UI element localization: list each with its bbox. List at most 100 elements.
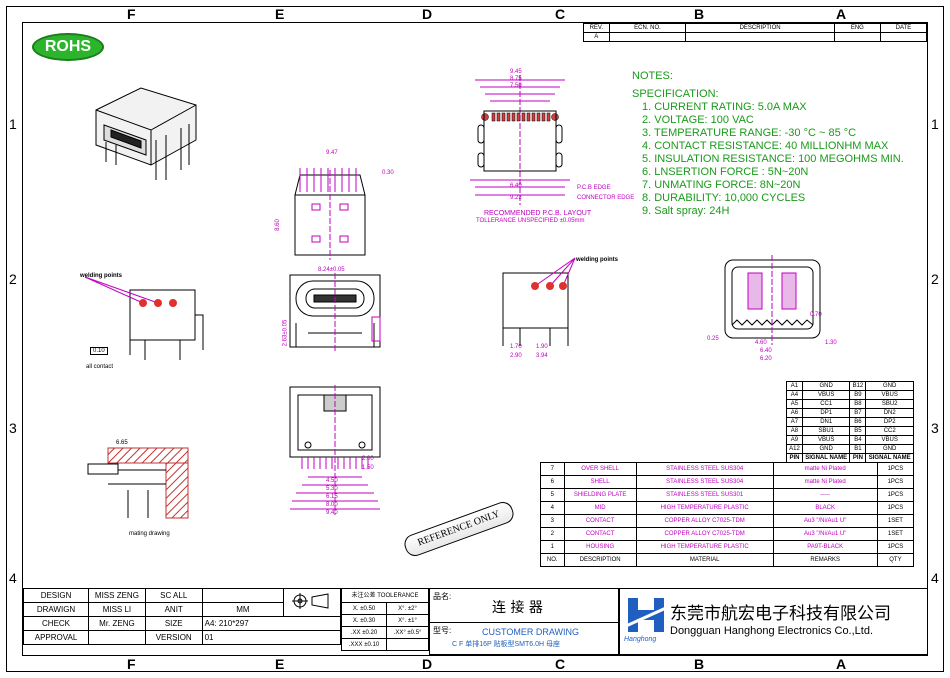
pin-cell: SBU1: [801, 426, 851, 436]
zone-top-a: A: [836, 6, 847, 22]
dim-2-00: 2.00: [362, 456, 374, 462]
dim-1-50: 1.50: [362, 465, 374, 471]
pin-cell: B8: [849, 399, 867, 409]
dim-1-30: 1.30: [825, 340, 837, 346]
dim-0-25: 0.25: [707, 336, 719, 342]
pcb-layout-view: [470, 75, 570, 205]
dim-4-50: 4.50: [326, 478, 338, 484]
pin-cell: A6: [786, 408, 803, 418]
pin-cell: VBUS: [801, 390, 851, 400]
dim-4-60: 4.60: [755, 340, 767, 346]
note-1: 1. CURRENT RATING: 5.0A MAX: [642, 101, 807, 113]
bom-cell: SHIELDING PLATE: [563, 488, 637, 502]
mating-section-view: [87, 447, 189, 519]
right-front-view: [724, 255, 821, 345]
zone-left-1: 1: [9, 116, 17, 132]
pin-cell: DN2: [865, 408, 914, 418]
isometric-connector-view: [95, 87, 197, 180]
rev-header-rev: REV.: [583, 23, 610, 33]
dim-1-70: 1.70: [510, 344, 522, 350]
zone-bottom-f: F: [127, 656, 136, 672]
pin-cell: A4: [786, 390, 803, 400]
bom-cell: 1SET: [876, 527, 915, 541]
tol-2b: X°. ±1°: [386, 614, 429, 627]
bom-cell: CONTACT: [563, 514, 637, 528]
dim-8-75: 8.75: [510, 76, 522, 82]
unit-value: MM: [201, 602, 285, 617]
note-3: 3. TEMPERATURE RANGE: -30 °C ~ 85 °C: [642, 127, 857, 139]
drawing-label: DRAWIGN: [22, 602, 90, 617]
note-7: 7. UNMATING FORCE: 8N~20N: [642, 179, 801, 191]
rev-header-desc: DESCRIPTION: [685, 23, 835, 33]
dim-9-40: 9.40: [326, 510, 338, 516]
company-name-en: Dongguan Hanghong Electronics Co.,Ltd.: [670, 625, 874, 637]
dim-6-65: 6.65: [116, 440, 128, 446]
dim-6-40-b: 6.40: [760, 348, 772, 354]
zone-top-b: B: [694, 6, 705, 22]
tol-1b: X°. ±2°: [386, 602, 429, 615]
pin-cell: CC2: [865, 426, 914, 436]
rev-header-ecn: ECN. NO.: [608, 23, 687, 33]
bom-cell: OVER SHELL: [563, 462, 637, 476]
pin-cell: A5: [786, 399, 803, 409]
dim-8-60: 8.60: [274, 219, 281, 231]
pin-cell: B7: [849, 408, 867, 418]
model-value: CUSTOMER DRAWING: [482, 627, 580, 637]
part-name: 连 接 器: [492, 600, 543, 616]
note-6: 6. LNSERTION FORCE : 5N~20N: [642, 166, 809, 178]
approval-label: APPROVAL: [22, 630, 90, 645]
bom-cell: Au3 "/Ni/Au1 U": [772, 514, 878, 528]
bom-cell: matte Ni Plated: [772, 475, 878, 489]
pin-cell: B1: [849, 444, 867, 454]
part-info-box: 品名: 连 接 器 型号: CUSTOMER DRAWING C F 单排16P…: [429, 588, 619, 655]
note-2: 2. VOLTAGE: 100 VAC: [642, 114, 754, 126]
left-side-view: [84, 276, 204, 360]
bom-cell: 1PCS: [876, 462, 915, 476]
bom-cell: HOUSING: [563, 540, 637, 554]
bottom-view: [289, 385, 381, 515]
bom-cell: Au3 "/Ni/Au1 U": [772, 527, 878, 541]
zone-left-2: 2: [9, 271, 17, 287]
dim-6-40: 6.40: [510, 183, 522, 189]
mating-drawing-label: mating drawing: [129, 531, 170, 537]
tol-1a: X. ±0.50: [340, 602, 388, 615]
bom-cell: STAINLESS STEEL SUS304: [635, 462, 774, 476]
zone-top-e: E: [275, 6, 285, 22]
scale-label: SC ALL: [144, 588, 203, 603]
dim-9-22: 9.22: [510, 195, 522, 201]
dim-0-30: 0.30: [382, 170, 394, 176]
bom-cell: BLACK: [772, 501, 878, 515]
bom-cell: 5: [540, 488, 565, 502]
bom-cell: HIGH TEMPERATURE PLASTIC: [635, 540, 774, 554]
bom-cell: NO.: [540, 553, 565, 567]
model-sub: C F 单排16P 贴板型SMT6.0H 母座: [452, 641, 561, 648]
dim-2-63: 2.63±0.05: [282, 319, 289, 347]
zone-top-d: D: [422, 6, 433, 22]
design-name: MISS ZENG: [88, 588, 146, 603]
dim-9-47: 9.47: [326, 150, 338, 156]
zone-bottom-a: A: [836, 656, 847, 672]
bom-cell: MATERIAL: [635, 553, 774, 567]
tol-3a: .XX ±0.20: [340, 626, 388, 639]
note-9: 9. Salt spray: 24H: [642, 205, 730, 217]
welding-points-label-2: welding points: [576, 257, 618, 263]
notes-block: NOTES: SPECIFICATION: 1. CURRENT RATING:…: [632, 70, 904, 218]
zone-top-f: F: [127, 6, 136, 22]
pin-cell: DP2: [865, 417, 914, 427]
bom-cell: DESCRIPTION: [563, 553, 637, 567]
bom-cell: STAINLESS STEEL SUS301: [635, 488, 774, 502]
zone-bottom-e: E: [275, 656, 285, 672]
welding-points-label: welding points: [80, 273, 122, 279]
logo-text: Hanghong: [624, 636, 657, 643]
bom-cell: CONTACT: [563, 527, 637, 541]
